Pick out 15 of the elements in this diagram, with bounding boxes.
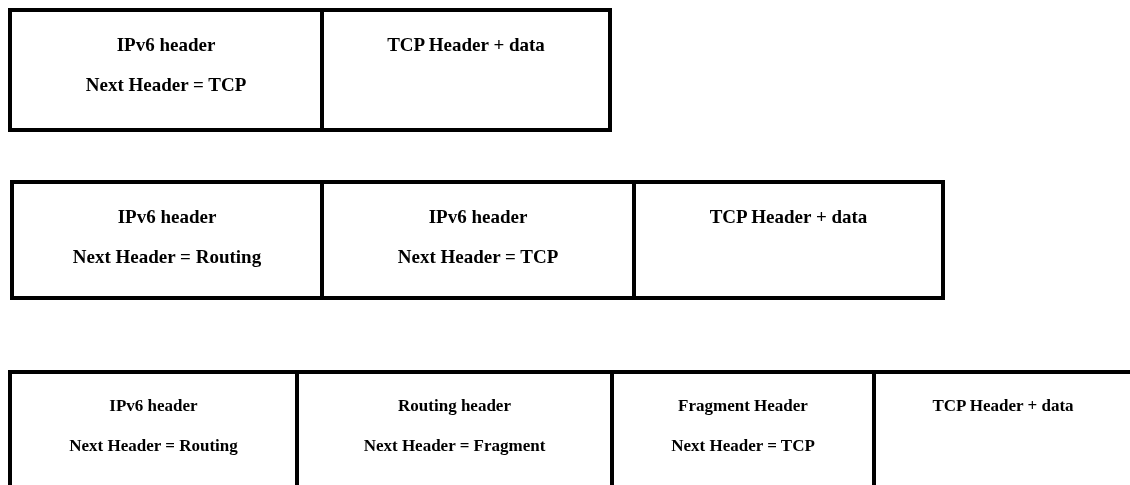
header-name-text: IPv6 header (428, 206, 528, 228)
header-name-text: IPv6 header (117, 206, 217, 228)
header-name-text: IPv6 header (116, 34, 216, 56)
next-header-text: Next Header = Fragment (363, 436, 546, 456)
next-header-text: Next Header = TCP (85, 74, 247, 96)
header-name-text: TCP Header + data (932, 396, 1074, 416)
next-header-text: Next Header = TCP (671, 436, 815, 456)
header-name-text: Fragment Header (678, 396, 808, 416)
header-name-text: TCP Header + data (709, 206, 868, 228)
next-header-text: Next Header = Routing (72, 246, 262, 268)
header-name-text: TCP Header + data (387, 34, 545, 56)
header-name-text: Routing header (398, 396, 511, 416)
header-name-text: IPv6 header (109, 396, 198, 416)
next-header-text: Next Header = TCP (397, 246, 559, 268)
next-header-text: Next Header = Routing (69, 436, 238, 456)
